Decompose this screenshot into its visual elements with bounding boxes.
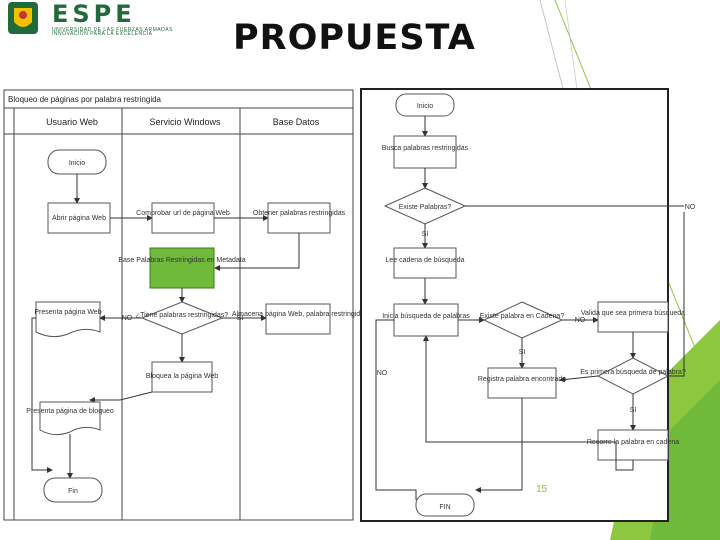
sw-decision-label: ¿Tiene palabras restringidas? xyxy=(136,312,228,319)
fc-register-label: Registra palabra encontrada xyxy=(478,376,566,383)
sw-open-page-node xyxy=(47,202,111,234)
sw-si-label: SI xyxy=(237,315,244,322)
page-number: 15 xyxy=(536,484,548,495)
sw-check-url-label: Comprobar url de página Web xyxy=(136,210,230,217)
fc-traverse-node xyxy=(597,429,669,461)
fc-start-search-label: Inicia búsqueda de palabras xyxy=(382,313,470,320)
sw-block-label: Bloquea la página Web xyxy=(146,373,218,380)
fc-no-label-1: NO xyxy=(685,204,696,211)
fc-si-label-3: SI xyxy=(630,407,637,414)
sw-metadata-label: Base Palabras Restringidas en Metadata xyxy=(118,257,245,264)
sw-no-label: NO xyxy=(122,315,133,322)
logo-tagline: INNOVACIÓN PARA LA EXCELENCIA xyxy=(52,31,153,37)
sw-metadata-node xyxy=(149,247,215,289)
fc-exists-words-label: Existe Palabras? xyxy=(399,204,452,211)
fc-si-label-2: SI xyxy=(519,349,526,356)
sw-get-words-label: Obtener palabras restringidas xyxy=(253,210,346,217)
lane-servicio-windows: Servicio Windows xyxy=(149,117,221,127)
sw-get-words-node xyxy=(267,202,331,234)
crest-icon xyxy=(8,2,38,34)
sw-store-node xyxy=(265,303,331,335)
fc-register-node xyxy=(487,367,557,399)
page-title: PROPUESTA xyxy=(233,18,476,58)
fc-end-node xyxy=(415,493,475,517)
fc-no-label-3: NO xyxy=(377,370,388,377)
university-logo: ESPE UNIVERSIDAD DE LAS FUERZAS ARMADAS … xyxy=(4,0,182,37)
fc-search-words-node xyxy=(393,135,457,169)
sw-open-page-label: Abrir página Web xyxy=(52,215,106,222)
swimlane-title: Bloqueo de páginas por palabra restringi… xyxy=(8,95,162,104)
fc-read-string-node xyxy=(393,247,457,279)
fc-exists-string-label: Existe palabra en Cadena? xyxy=(480,313,565,320)
fc-no-label-2: NO xyxy=(575,317,586,324)
lane-base-datos: Base Datos xyxy=(273,117,320,127)
sw-present-page-node xyxy=(35,301,101,338)
fc-validate-label: Valida que sea primera búsqueda xyxy=(581,310,685,317)
sw-store-label: Almacena página Web, palabra restringida xyxy=(232,311,364,318)
fc-si-label-1: SI xyxy=(422,231,429,238)
fc-end-label: FIN xyxy=(439,504,450,511)
sw-start-label: Inicio xyxy=(69,160,85,167)
sw-check-url-node xyxy=(151,202,215,234)
sw-present-block-node xyxy=(39,401,101,436)
fc-start-label: Inicio xyxy=(417,103,433,110)
fc-traverse-label: Recorre la palabra en cadena xyxy=(587,439,679,446)
sw-end-label: Fin xyxy=(68,488,78,495)
fc-validate-node xyxy=(597,301,669,333)
swimlane-diagram: Bloqueo de páginas por palabra restringi… xyxy=(3,89,364,521)
sw-present-block-label: Presenta página de bloqueo xyxy=(26,408,114,415)
fc-search-words-label: Busca palabras restringidas xyxy=(382,145,469,152)
logo-subtitle: UNIVERSIDAD DE LAS FUERZAS ARMADAS xyxy=(52,27,173,33)
search-flowchart: Inicio Busca palabras restringidas Exist… xyxy=(360,88,696,522)
sw-end-node xyxy=(43,477,103,503)
sw-block-node xyxy=(151,361,213,393)
fc-read-string-label: Lee cadena de búsqueda xyxy=(385,257,464,264)
fc-first-search-label: Es primera búsqueda de palabra? xyxy=(580,369,686,376)
fc-start-search-node xyxy=(393,303,459,337)
lane-usuario-web: Usuario Web xyxy=(46,117,98,127)
logo-text: ESPE xyxy=(52,0,136,28)
sw-present-page-label: Presenta página Web xyxy=(34,309,101,316)
